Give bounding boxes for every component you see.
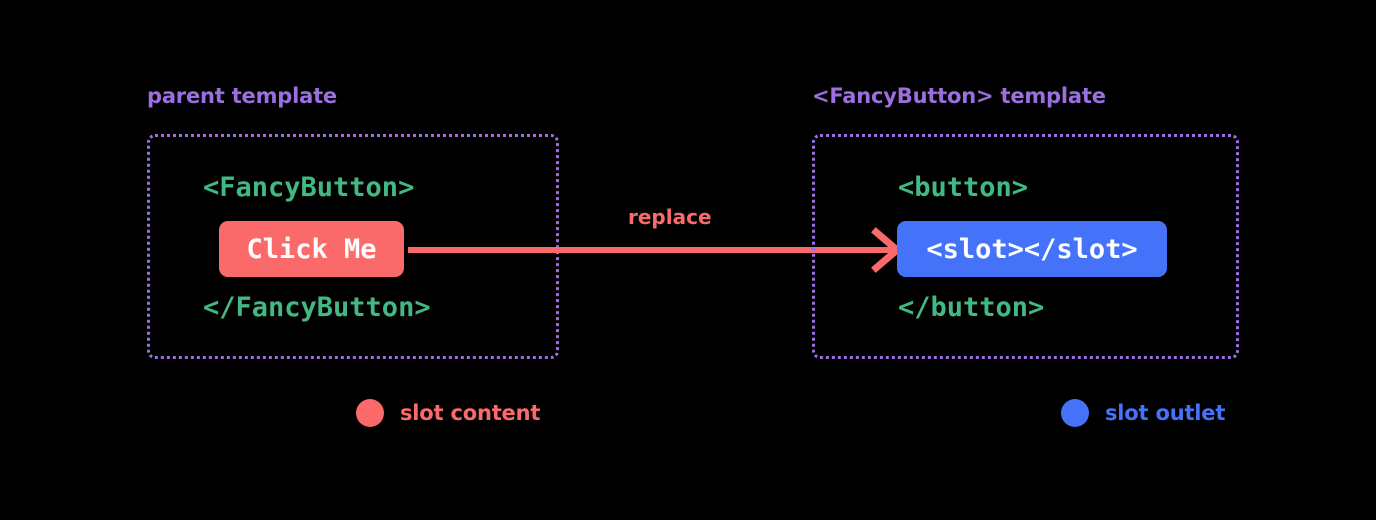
parent-template-box [147,134,559,359]
circle-icon [1061,399,1089,427]
code-open-fancybutton: <FancyButton> [203,172,415,203]
legend-item-slot-content: slot content [356,399,540,427]
legend-label-slot-outlet: slot outlet [1105,401,1226,425]
slot-content-pill[interactable]: Click Me [219,221,404,277]
circle-icon [356,399,384,427]
fancybutton-template-title: <FancyButton> template [812,84,1106,108]
legend-item-slot-outlet: slot outlet [1061,399,1225,427]
parent-template-title: parent template [147,84,337,108]
code-open-button: <button> [898,172,1029,203]
code-close-fancybutton: </FancyButton> [203,292,431,323]
code-close-button: </button> [898,292,1045,323]
slot-outlet-pill[interactable]: <slot></slot> [897,221,1167,277]
arrow-label-replace: replace [628,205,712,229]
legend-label-slot-content: slot content [400,401,541,425]
fancybutton-template-box [812,134,1239,359]
